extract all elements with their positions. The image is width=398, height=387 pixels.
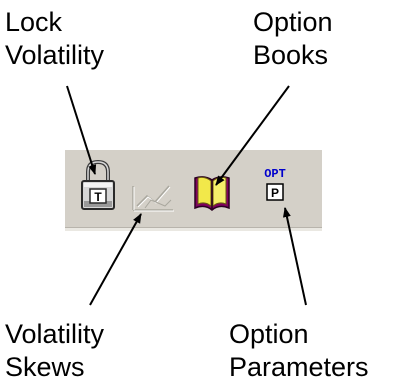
option-books-label: Option Books [253,6,333,72]
option-parameters-label-line2: Parameters [229,352,369,382]
volatility-skews-label-line2: Skews [5,352,85,382]
lock-volatility-label-line1: Lock [5,7,63,37]
volatility-skews-button[interactable] [127,150,177,226]
lock-volatility-label: Lock Volatility [5,6,104,72]
option-parameters-label-line1: Option [229,319,309,349]
toolbar-bottom-edge [65,227,322,231]
padlock-icon: T [81,159,115,210]
skew-chart-icon [132,185,174,212]
opt-params-icon: OPT P [264,167,286,201]
lock-volatility-label-line2: Volatility [5,40,105,70]
option-books-button[interactable] [187,150,237,226]
volatility-skews-label: Volatility Skews [5,318,104,384]
option-book-icon [194,176,230,211]
option-parameters-label: Option Parameters [229,318,369,384]
params-glyph: P [271,186,279,200]
lock-volatility-button[interactable]: T [73,150,123,226]
option-books-label-line2: Books [253,40,329,70]
padlock-glyph: T [94,190,102,204]
volatility-skews-label-line1: Volatility [5,319,105,349]
option-parameters-button[interactable]: OPT P [250,150,300,226]
option-books-label-line1: Option [253,7,333,37]
opt-icon-text: OPT [264,167,286,181]
toolbar: T OPT P [65,150,322,231]
